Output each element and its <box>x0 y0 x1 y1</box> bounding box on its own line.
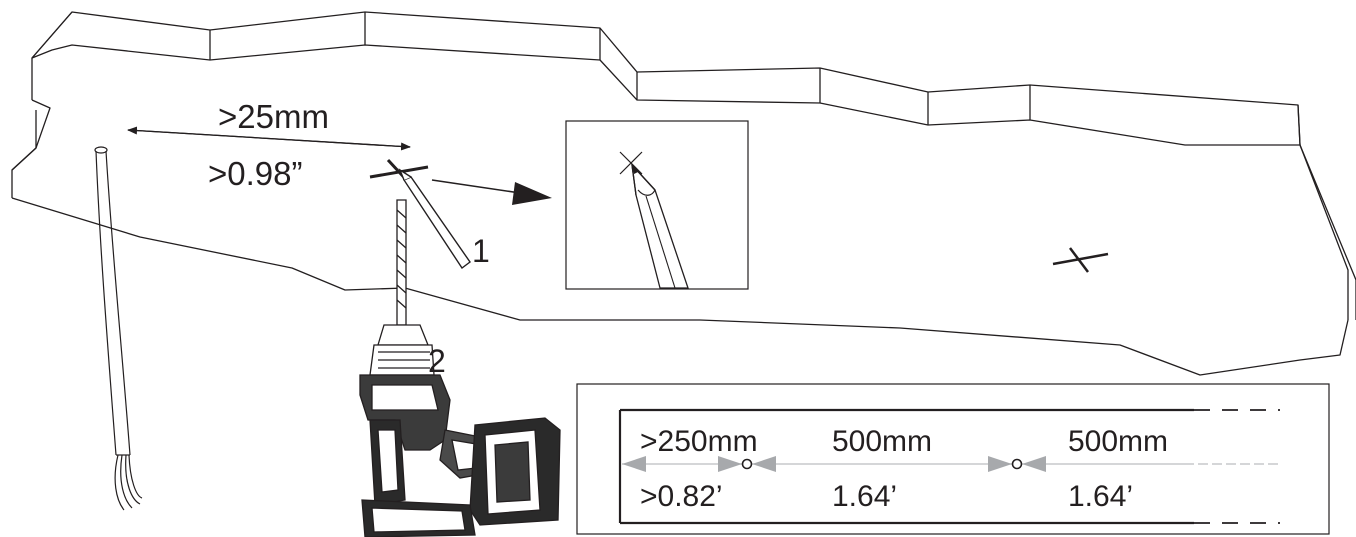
detail-pointer-arrow <box>431 179 552 205</box>
spacing-third-imperial: 1.64’ <box>1068 480 1133 513</box>
electric-cable <box>94 146 143 511</box>
spacing-first-imperial: >0.82’ <box>640 480 723 513</box>
pencil-detail-box <box>565 120 749 290</box>
spacing-second-metric: 500mm <box>832 425 932 458</box>
step-2-label: 2 <box>428 343 446 379</box>
distance-dimension <box>127 126 411 151</box>
drill-mark-cross <box>369 158 429 188</box>
spacing-first-metric: >250mm <box>640 425 758 458</box>
step-1-label: 1 <box>472 233 490 269</box>
pencil-icon <box>398 168 471 270</box>
spacing-detail-box <box>576 383 1330 535</box>
ceiling-slab <box>11 11 1356 376</box>
spacing-second-imperial: 1.64’ <box>832 480 897 513</box>
second-drill-mark-cross <box>1052 247 1109 273</box>
distance-metric-label: >25mm <box>218 98 329 135</box>
power-drill-icon <box>359 199 561 537</box>
spacing-third-metric: 500mm <box>1068 425 1168 458</box>
distance-imperial-label: >0.98” <box>208 155 303 192</box>
